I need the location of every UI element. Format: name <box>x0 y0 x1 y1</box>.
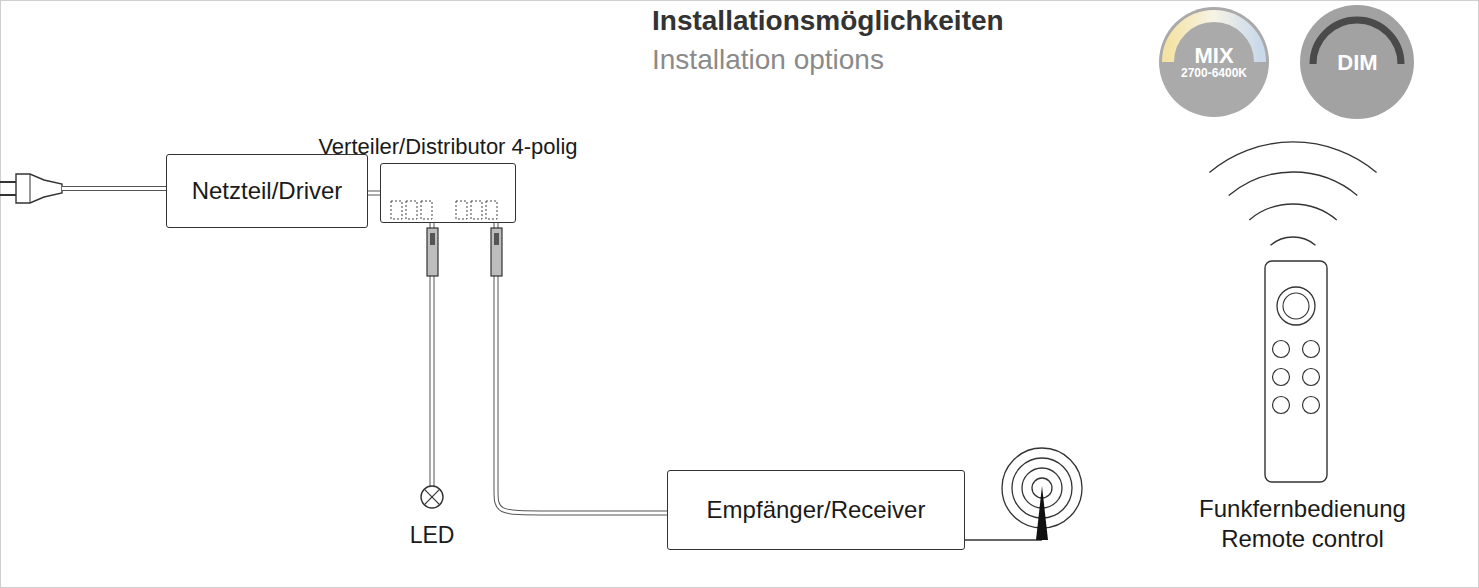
node-label: LED <box>410 520 455 550</box>
node-label: Netzteil/Driver <box>192 177 343 205</box>
node-label: Empfänger/Receiver <box>707 496 926 524</box>
cable-core <box>496 223 667 513</box>
wire-group <box>368 193 380 194</box>
dim-badge: DIM <box>1300 5 1415 120</box>
diagram-title: Installationsmöglichkeiten <box>652 5 1004 37</box>
badge-label: MIX <box>1194 44 1233 67</box>
remote-control: Funkfernbedienung Remote control <box>1165 258 1440 554</box>
cable-connector <box>368 191 380 196</box>
subtitle: Installation options <box>652 44 884 76</box>
driver-box: Netzteil/Driver <box>166 154 368 228</box>
led-symbol: LED <box>400 486 464 550</box>
mains-plug <box>0 174 62 203</box>
mix-badge: MIX2700-6400K <box>1159 7 1269 117</box>
mix-badge-drawing <box>1159 7 1269 117</box>
antenna-symbol <box>965 448 1082 540</box>
node-label: Funkfernbedienung Remote control <box>1165 494 1440 554</box>
badge-label: DIM <box>1337 51 1377 74</box>
receiver-box: Empfänger/Receiver <box>667 470 965 550</box>
cable-core <box>368 192 380 195</box>
node-heading: Verteiler/Distributor 4-polig <box>318 133 578 161</box>
cable-connector <box>496 223 667 513</box>
dim-badge-drawing <box>1300 5 1414 119</box>
remote-control-drawing <box>1209 142 1376 482</box>
lamp-symbol <box>421 486 443 508</box>
mains-cable <box>62 188 166 189</box>
color-temperature: 2700-6400K <box>1181 67 1247 80</box>
distributor-ports <box>391 201 497 219</box>
connector-plugs <box>427 228 502 276</box>
distributor-box: Verteiler/Distributor 4-polig <box>380 163 516 223</box>
wire-group <box>496 223 667 513</box>
